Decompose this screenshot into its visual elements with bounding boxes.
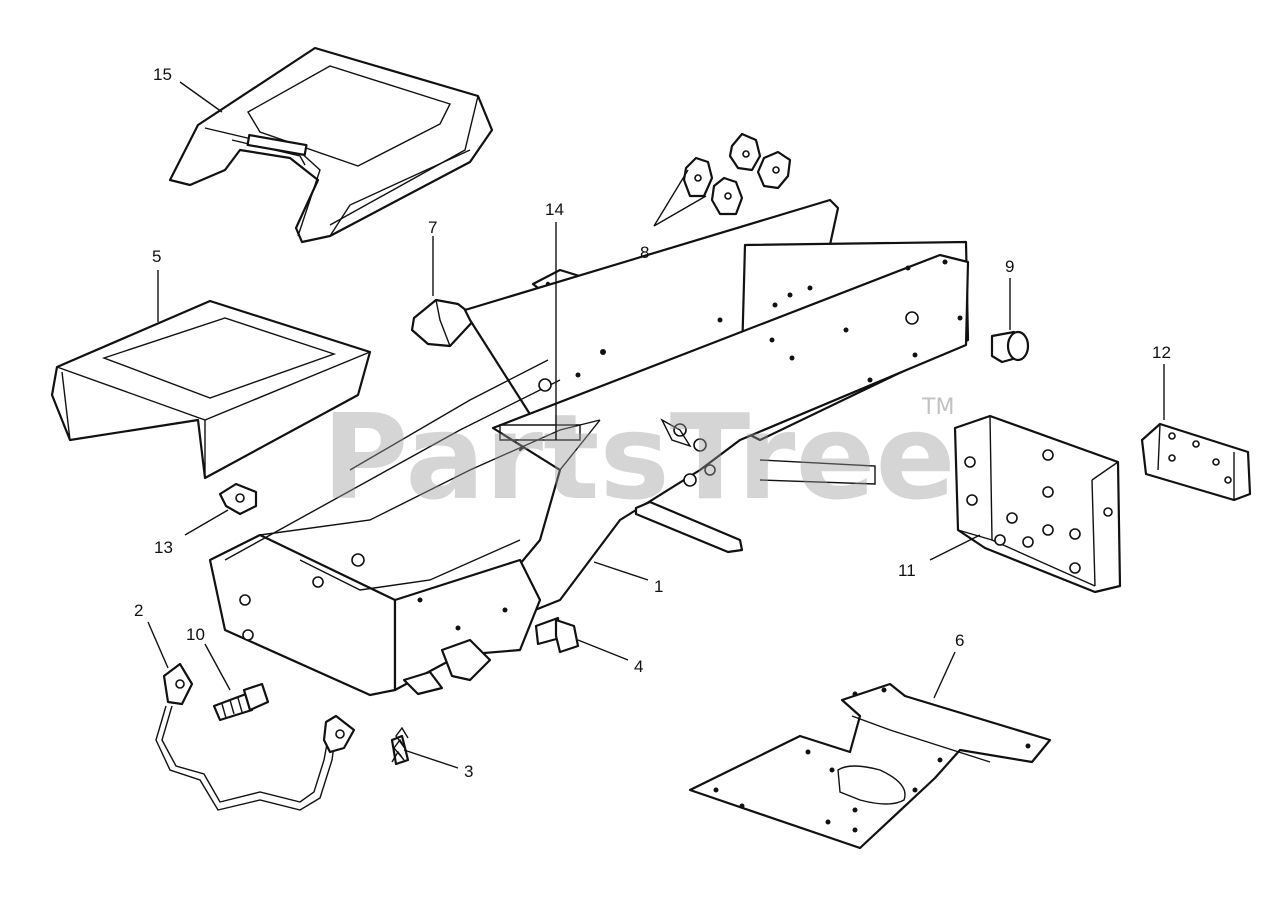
callout-labels: 15 5 7 14 8 9 12 11 13 1 4 6 2 10 3 [134, 65, 1171, 781]
part-4-bolt[interactable] [534, 616, 580, 654]
callout-14: 14 [545, 200, 564, 219]
part-15-hood[interactable] [168, 46, 494, 244]
part-11-plate[interactable] [953, 414, 1122, 594]
callout-1: 1 [654, 577, 663, 596]
callout-2: 2 [134, 601, 143, 620]
callout-9: 9 [1005, 257, 1014, 276]
callout-5: 5 [152, 247, 161, 266]
part-7-bracket[interactable] [410, 298, 478, 348]
part-8-clips[interactable] [682, 132, 792, 216]
callout-11: 11 [898, 561, 916, 580]
watermark: PartsTree TM [322, 388, 956, 526]
callout-12: 12 [1152, 343, 1171, 362]
part-3-spring[interactable] [390, 726, 410, 766]
part-12-plate[interactable] [1140, 422, 1252, 502]
part-13-clip[interactable] [218, 482, 258, 516]
watermark-text: PartsTree [322, 388, 956, 526]
callout-3: 3 [464, 762, 473, 781]
part-1-frame[interactable] [208, 198, 970, 697]
callout-7: 7 [428, 218, 437, 237]
callout-15: 15 [153, 65, 172, 84]
leader-lines [147, 81, 1165, 769]
callout-10: 10 [186, 625, 205, 644]
callout-8: 8 [640, 243, 649, 262]
callout-13: 13 [154, 538, 173, 557]
part-6-base-plate[interactable] [688, 682, 1052, 850]
callout-4: 4 [634, 657, 643, 676]
callout-6: 6 [955, 631, 964, 650]
part-9-bushing[interactable] [990, 330, 1030, 364]
part-2-lever[interactable] [155, 662, 356, 811]
part-5-cover[interactable] [50, 299, 372, 480]
watermark-trademark: TM [921, 395, 954, 420]
part-10-bolt[interactable] [212, 682, 270, 722]
